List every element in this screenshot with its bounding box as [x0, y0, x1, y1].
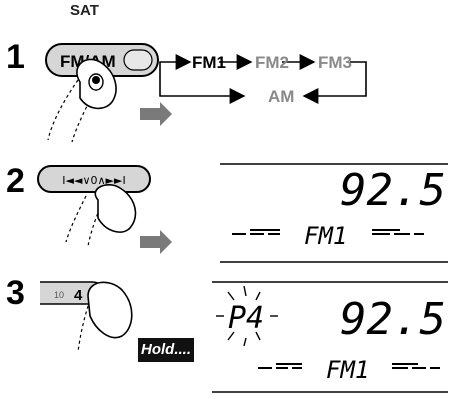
- band-fm2-label: FM2: [255, 53, 289, 72]
- motion-arrow-icon: [140, 102, 172, 126]
- finger-press-icon: [47, 58, 117, 143]
- preset-display: P4: [228, 301, 264, 336]
- level-bar-left: [258, 363, 302, 369]
- level-bar-right: [372, 229, 424, 235]
- band-display: FM1: [326, 356, 369, 384]
- level-bar-right: [392, 363, 440, 369]
- seek-button[interactable]: [37, 165, 151, 193]
- step-number-1: 1: [6, 38, 25, 76]
- step-number-2: 2: [6, 162, 25, 200]
- finger-press-icon: [77, 281, 133, 353]
- hold-badge: Hold....: [138, 338, 194, 362]
- preset-button-number: 4: [74, 287, 83, 304]
- seek-button-symbols: I◄◄∨0∧►►I: [62, 174, 125, 187]
- frequency-display: 92.5: [340, 294, 446, 345]
- band-fm1-label: FM1: [192, 53, 226, 72]
- preset-button-dim-label: 10: [54, 290, 64, 300]
- fm-am-button[interactable]: [45, 43, 159, 77]
- level-bar-left: [232, 229, 280, 235]
- band-display: FM1: [304, 222, 347, 250]
- band-cycle-arrows: [159, 54, 367, 104]
- finger-press-icon: [65, 184, 137, 247]
- sat-label: SAT: [70, 2, 99, 19]
- motion-arrow-icon: [140, 230, 172, 254]
- blink-rays-icon: [216, 285, 278, 347]
- band-am-label: AM: [268, 87, 294, 106]
- frequency-display: 92.5: [340, 165, 446, 216]
- band-fm3-label: FM3: [318, 53, 352, 72]
- step-number-3: 3: [6, 274, 25, 312]
